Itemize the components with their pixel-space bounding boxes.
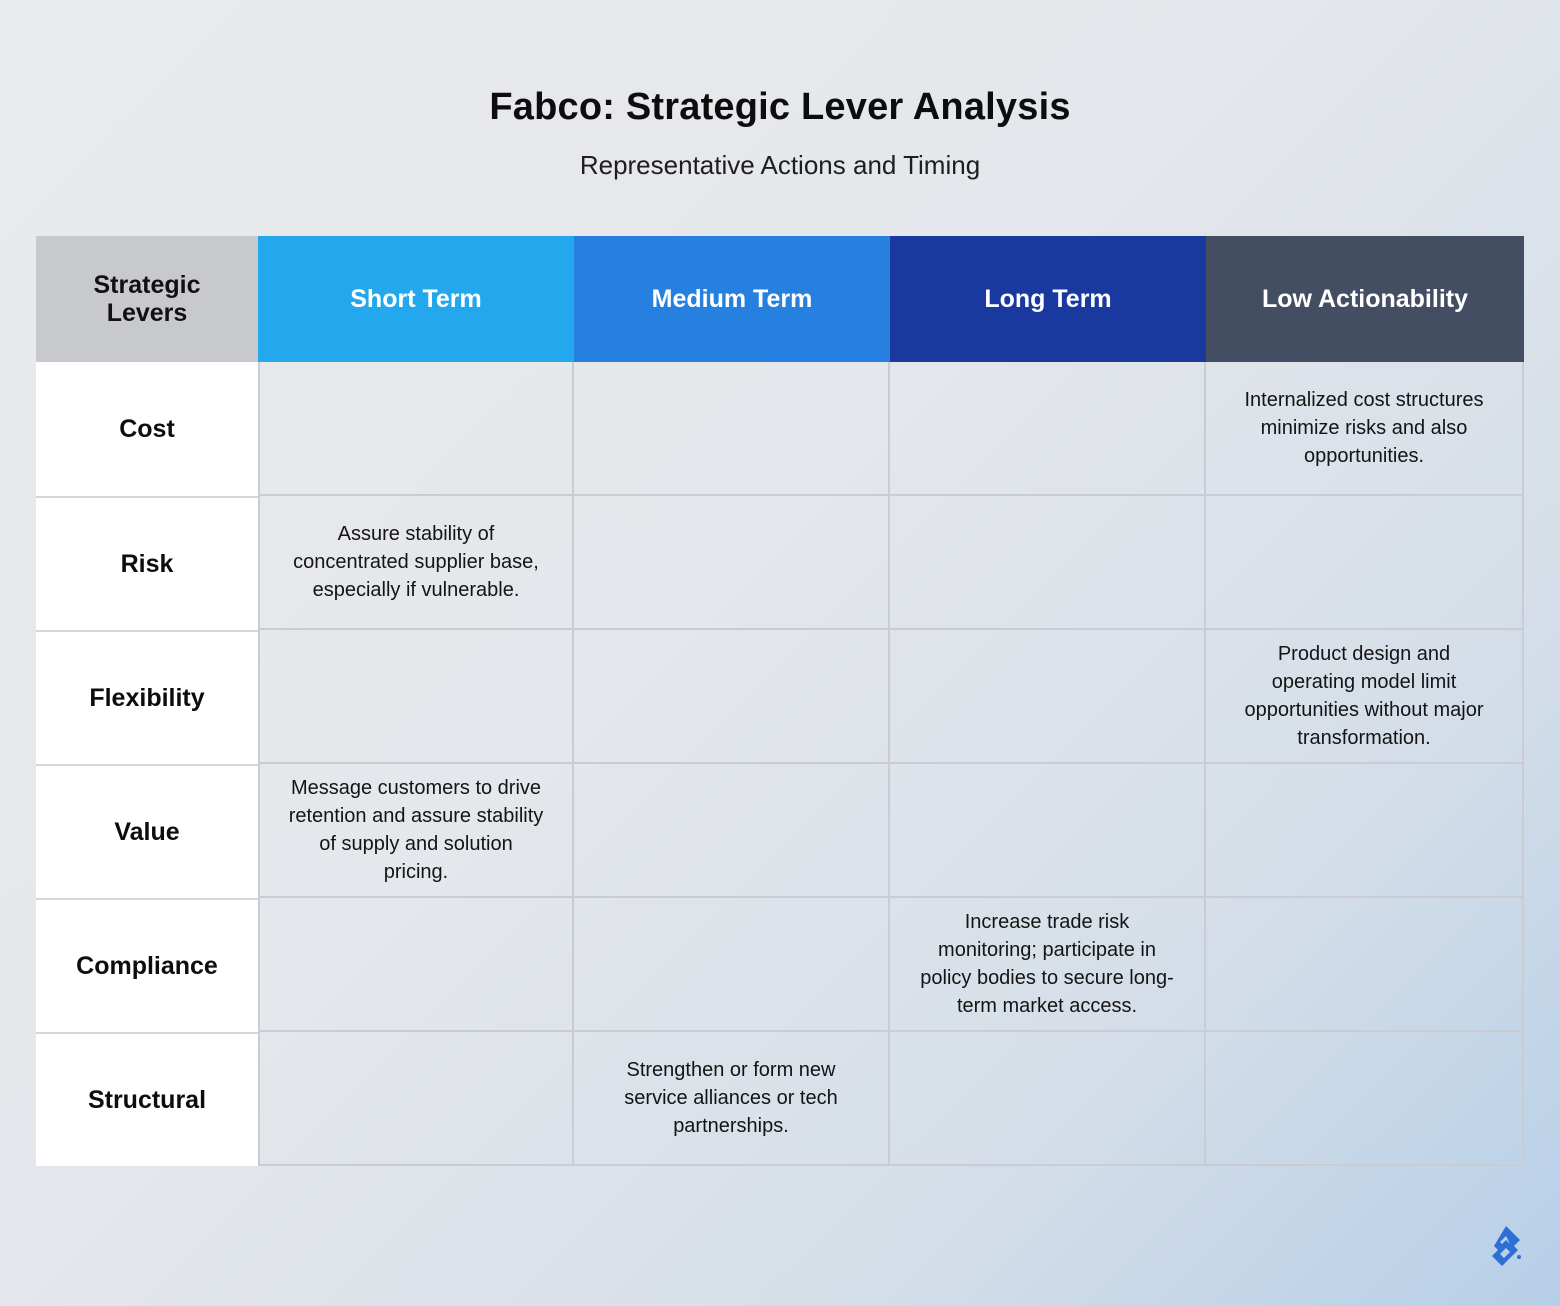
cell-compliance-low-actionability — [1206, 898, 1524, 1032]
cell-flexibility-low-actionability: Product design and operating model limit… — [1206, 630, 1524, 764]
header-short-term: Short Term — [258, 236, 574, 362]
header-strategic-levers: Strategic Levers — [36, 236, 258, 362]
strategic-lever-table: Strategic Levers Short Term Medium Term … — [36, 236, 1524, 1166]
cell-compliance-long-term: Increase trade risk monitoring; particip… — [890, 898, 1206, 1032]
row-label-cost: Cost — [36, 362, 258, 496]
row-label-risk: Risk — [36, 496, 258, 630]
cell-compliance-short-term — [258, 898, 574, 1032]
chart-title: Fabco: Strategic Lever Analysis — [489, 86, 1071, 128]
cell-risk-low-actionability — [1206, 496, 1524, 630]
cell-cost-short-term — [258, 362, 574, 496]
header-medium-term: Medium Term — [574, 236, 890, 362]
chart-subtitle: Representative Actions and Timing — [579, 150, 981, 180]
cell-cost-low-actionability: Internalized cost structures minimize ri… — [1206, 362, 1524, 496]
cell-value-long-term — [890, 764, 1206, 898]
cell-structural-long-term — [890, 1032, 1206, 1166]
toptal-logo-icon — [1492, 1226, 1521, 1266]
cell-structural-low-actionability — [1206, 1032, 1524, 1166]
cell-compliance-medium-term — [574, 898, 890, 1032]
cell-structural-medium-term: Strengthen or form new service alliances… — [574, 1032, 890, 1166]
cell-structural-short-term — [258, 1032, 574, 1166]
cell-flexibility-long-term — [890, 630, 1206, 764]
cell-cost-long-term — [890, 362, 1206, 496]
header-low-actionability: Low Actionability — [1206, 236, 1524, 362]
cell-risk-short-term: Assure stability of concentrated supplie… — [258, 496, 574, 630]
row-label-flexibility: Flexibility — [36, 630, 258, 764]
cell-risk-long-term — [890, 496, 1206, 630]
row-label-value: Value — [36, 764, 258, 898]
cell-flexibility-medium-term — [574, 630, 890, 764]
cell-cost-medium-term — [574, 362, 890, 496]
row-label-compliance: Compliance — [36, 898, 258, 1032]
cell-value-low-actionability — [1206, 764, 1524, 898]
cell-value-short-term: Message customers to drive retention and… — [258, 764, 574, 898]
cell-risk-medium-term — [574, 496, 890, 630]
cell-flexibility-short-term — [258, 630, 574, 764]
header-long-term: Long Term — [890, 236, 1206, 362]
cell-value-medium-term — [574, 764, 890, 898]
row-label-structural: Structural — [36, 1032, 258, 1166]
